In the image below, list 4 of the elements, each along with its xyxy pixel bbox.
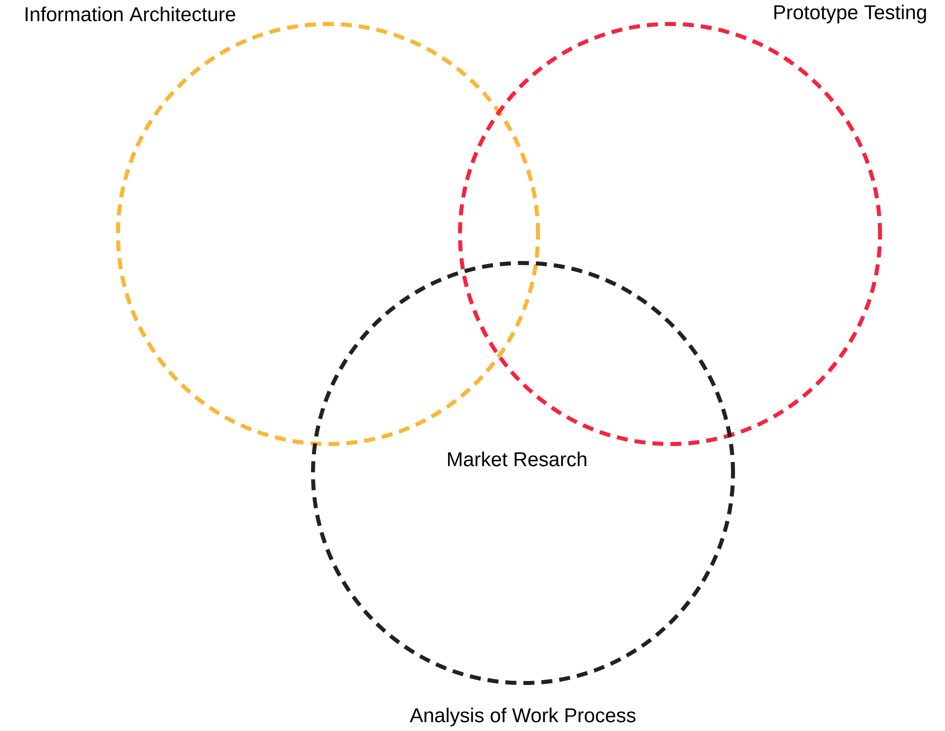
- circle-label: Information Architecture: [26, 6, 236, 22]
- circle-label: Prototype Testing: [774, 4, 926, 24]
- region-label: Market Resarch: [448, 452, 586, 466]
- circle-label: Analysis of Work Process: [410, 708, 636, 726]
